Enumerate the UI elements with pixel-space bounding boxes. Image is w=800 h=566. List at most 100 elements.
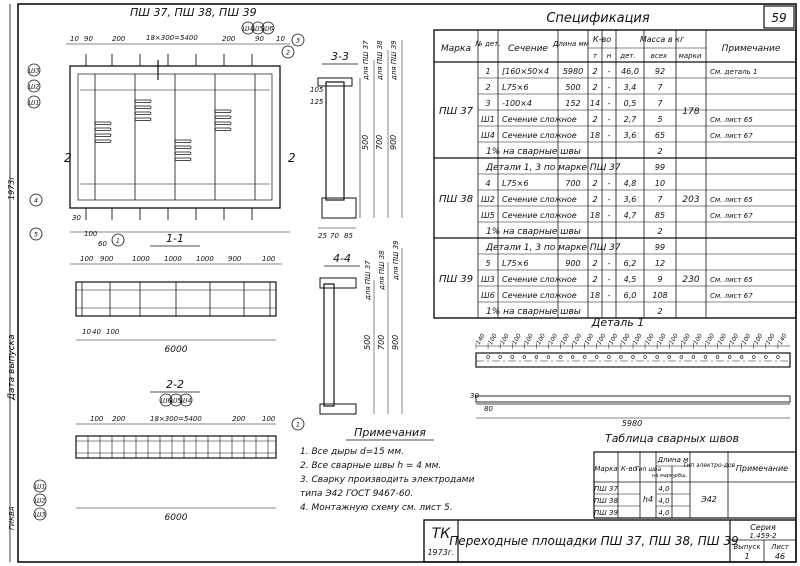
plan-slot <box>214 121 232 125</box>
weld-table: Таблица сварных швов Марка К-во Тип шва … <box>593 432 797 519</box>
detail-pitch-label: 100 <box>596 332 608 346</box>
spec-group-mark: ПШ 38 <box>439 194 473 205</box>
spec-cell-num: 1 <box>485 67 490 76</box>
plan-outline <box>69 65 281 209</box>
section-1-1-title: 1-1 <box>166 232 184 245</box>
spec-cell-mass-all: 9 <box>657 275 662 284</box>
plan-top-dim-2: 90 <box>84 35 93 43</box>
weld-header-note: Примечание <box>736 464 788 473</box>
spec-cell-count-t: 2 <box>592 115 597 124</box>
plan-callout-label: 5 <box>34 231 38 239</box>
plan-slot <box>94 127 112 131</box>
detail-hole <box>764 355 768 359</box>
spec-cell-mass-all: 92 <box>655 67 665 76</box>
issue-label: Выпуск <box>733 543 761 551</box>
plan-top-dim-4: 18×300=5400 <box>146 34 198 42</box>
specification-table: Спецификация Марка № дет. Сечение Длина … <box>433 11 797 319</box>
detail-hole <box>643 355 647 359</box>
spec-cell-mass-all: 10 <box>655 179 665 188</box>
detail-channel <box>475 352 791 368</box>
weld-cell-mark: ПШ 39 <box>594 509 618 517</box>
spec-cell-note: См. лист 67 <box>710 292 753 300</box>
spec-cell-length: 700 <box>565 179 580 188</box>
detail-hole <box>522 355 527 359</box>
plan-studs <box>85 54 253 220</box>
spec-cell-count-t: 2 <box>592 275 597 284</box>
plan-slot <box>94 139 112 143</box>
spec-header-mass-det: дет. <box>619 52 635 60</box>
section-2-2-title: 2-2 <box>166 378 184 391</box>
plan-left-dim-1: 30 <box>72 214 81 222</box>
section-2-2-callout-circle <box>291 417 305 431</box>
detail-hole <box>727 355 732 359</box>
section-2-2-callout-circle <box>33 507 47 521</box>
spec-cell-note: См. лист 65 <box>710 116 753 124</box>
section-3-3-dim-125: 125 <box>310 98 324 106</box>
weld-cell-length: 4,0 <box>658 497 670 505</box>
plan-callout-circle <box>241 21 255 35</box>
spec-cell-mass-all: 2 <box>657 147 662 156</box>
plan-callout-circle <box>261 21 275 35</box>
plan-slot <box>174 139 192 143</box>
side-stamp-bottom: ГИКВА <box>8 506 16 530</box>
detail-hole <box>752 355 756 359</box>
spec-cell-mass-det: 4,8 <box>624 179 637 188</box>
spec-cell-mass-all: 7 <box>657 99 663 108</box>
spec-cell-mass-all: 85 <box>655 211 665 220</box>
section-2-2-callout-label: 1 <box>296 421 300 429</box>
cut-2-mark-left: 2 <box>64 151 72 165</box>
spec-cell-count-t: 14 <box>590 99 600 108</box>
spec-cell-mass-det: 6,0 <box>624 291 637 300</box>
notes-block: Примечания 1. Все дыры d=15 мм. 2. Все с… <box>300 426 475 513</box>
section-4-4-foot <box>319 403 357 415</box>
spec-cell-length: 900 <box>565 259 580 268</box>
spec-cell-num: 4 <box>485 179 490 188</box>
detail-hole <box>703 355 708 359</box>
notes-title: Примечания <box>354 426 426 439</box>
section-3-3-dim-700: 700 <box>375 135 384 150</box>
section-3-3-dim-85: 85 <box>344 232 353 240</box>
detail-pitch-label: 100 <box>644 332 656 346</box>
note-item-3: 3. Сварку производить электродами <box>300 475 475 485</box>
weld-electrode: Э42 <box>700 495 717 504</box>
section-3-3-top-cap <box>317 77 353 87</box>
detail-pitch-label: 100 <box>499 332 511 346</box>
spec-cell-section: Сечение сложное <box>502 131 577 140</box>
detail-pitch-label: 100 <box>523 332 535 346</box>
spec-cell-count-n: - <box>608 67 611 76</box>
detail-pitch-label: 100 <box>692 332 704 346</box>
weld-header-type: Тип шва <box>635 466 661 473</box>
weld-header-count: К-во <box>621 465 637 473</box>
detail-pitch-label: 100 <box>620 332 632 346</box>
spec-cell-section: 1% на сварные швы <box>486 307 581 317</box>
note-item-4: типа Э42 ГОСТ 9467-60. <box>300 489 413 499</box>
section-4-4-label-38: для ПШ 38 <box>378 250 386 291</box>
title-org: ТК <box>432 526 452 542</box>
spec-group-mark: ПШ 39 <box>439 274 473 285</box>
section-2-2-body <box>75 435 277 459</box>
side-stamp-inventory: Дата выпуска <box>7 334 17 401</box>
spec-header-section: Сечение <box>508 44 548 54</box>
plan-callout-label: 2 <box>286 49 290 57</box>
series-value: 1.459-2 <box>749 532 777 540</box>
spec-cell-mass-det: 4,5 <box>624 275 637 284</box>
spec-cell-count-t: 2 <box>592 83 597 92</box>
spec-cell-mass-all: 2 <box>657 227 662 236</box>
weld-header-len: Длина м <box>657 456 690 464</box>
sheet-number-box <box>763 5 795 29</box>
section-4-4-top-cap <box>319 277 357 289</box>
plan-callout-circle <box>291 33 305 47</box>
spec-cell-section: Сечение сложное <box>502 211 577 220</box>
spec-cell-section: Сечение сложное <box>502 291 577 300</box>
section-4-4-dim-500: 500 <box>363 335 372 350</box>
spec-cell-count-t: 2 <box>592 67 597 76</box>
spec-header-note: Примечание <box>722 44 781 54</box>
weld-cell-length: 4,0 <box>658 485 670 493</box>
spec-group-total: 203 <box>682 195 699 205</box>
